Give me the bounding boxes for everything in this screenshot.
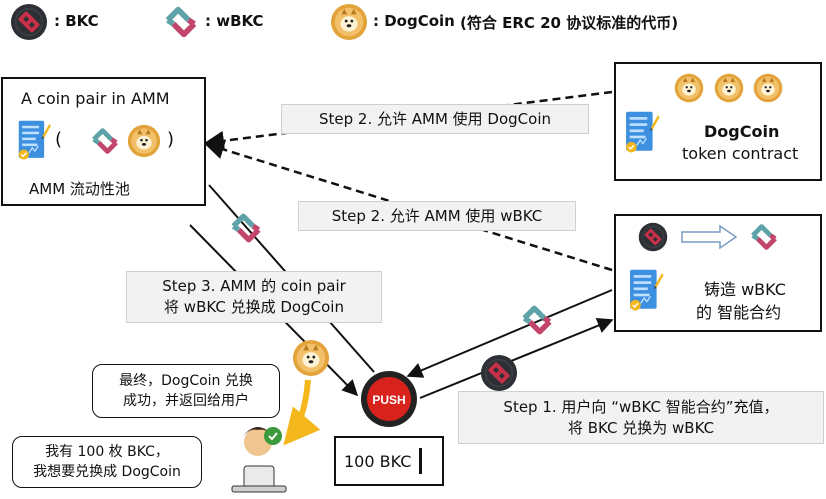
contract-document-icon — [625, 111, 660, 154]
push-button-label: PUSH — [372, 393, 405, 407]
step1-label: Step 1. 用户向 “wBKC 智能合约”充值， 将 BKC 兑换为 wBK… — [458, 391, 824, 444]
push-button-face — [367, 377, 411, 421]
step2-dogcoin-label: Step 2. 允许 AMM 使用 DogCoin — [281, 104, 589, 134]
dogcoin-icon — [714, 73, 744, 103]
contract-document-icon — [18, 120, 51, 161]
result-bubble-line2: 成功，并返回给用户 — [123, 393, 249, 409]
bkc-icon — [480, 354, 518, 392]
dogcoin-icon — [753, 73, 783, 103]
wbkc-icon — [168, 10, 195, 35]
step2-dogcoin-arrow — [204, 90, 613, 151]
legend-bkc-label: : BKC — [54, 12, 99, 30]
dogcoin-icon — [674, 73, 704, 103]
dogcoin-contract-subtitle: token contract — [682, 144, 799, 163]
dogcoin-contract-box: DogCoin token contract — [614, 62, 822, 181]
user-avatar — [231, 427, 287, 493]
step1-arrow-in — [406, 289, 613, 378]
wbkc-mint-contract-box: 铸造 wBKC 的 智能合约 — [614, 214, 822, 332]
bkc-icon — [10, 3, 48, 41]
step1-label-line1: Step 1. 用户向 “wBKC 智能合约”充值， — [503, 398, 779, 416]
mint-contract-line2: 的 智能合约 — [696, 303, 782, 322]
dogcoin-icon — [127, 124, 161, 158]
amm-pool-box: A coin pair in AMM ( ) AMM 流动性池 — [1, 77, 206, 206]
user-bubble-line1: 我有 100 枚 BKC， — [45, 444, 169, 460]
convert-arrow-icon — [681, 224, 738, 250]
wbkc-icon — [524, 308, 549, 331]
legend-wbkc-label: : wBKC — [205, 12, 264, 30]
amm-box-title: A coin pair in AMM — [21, 89, 170, 108]
balance-text: 100 BKC — [344, 451, 412, 471]
balance-cursor — [419, 448, 423, 474]
paren-open: ( — [55, 129, 63, 150]
mint-contract-line1: 铸造 wBKC — [704, 280, 786, 299]
step2-wbkc-label: Step 2. 允许 AMM 使用 wBKC — [298, 201, 576, 231]
step1-arrow-out — [419, 318, 614, 399]
dogcoin-icon — [292, 339, 330, 377]
amm-box-caption: AMM 流动性池 — [29, 180, 130, 198]
step3-label-line2: 将 wBKC 兑换成 DogCoin — [164, 298, 344, 316]
bkc-icon — [638, 222, 668, 252]
result-bubble-line1: 最终，DogCoin 兑换 — [119, 373, 253, 389]
step1-label-line2: 将 BKC 兑换为 wBKC — [567, 419, 715, 437]
contract-document-icon — [629, 269, 664, 312]
dogcoin-icon — [330, 3, 368, 41]
legend-dogcoin-description: (符合 ERC 20 协议标准的代币) — [460, 14, 679, 32]
step3-label-line1: Step 3. AMM 的 coin pair — [162, 277, 346, 295]
user-speech-bubble: 我有 100 枚 BKC， 我想要兑换成 DogCoin — [12, 436, 202, 488]
balance-display: 100 BKC — [334, 436, 444, 486]
step3-label: Step 3. AMM 的 coin pair 将 wBKC 兑换成 DogCo… — [126, 271, 382, 323]
dogcoin-contract-name: DogCoin — [704, 122, 780, 141]
result-speech-bubble: 最终，DogCoin 兑换 成功，并返回给用户 — [92, 364, 280, 418]
wbkc-icon — [748, 221, 780, 253]
return-arrow — [283, 379, 321, 446]
legend-dogcoin-label: : DogCoin — [373, 12, 455, 30]
user-bubble-line2: 我想要兑换成 DogCoin — [33, 464, 181, 480]
wbkc-icon — [89, 125, 121, 157]
paren-close: ) — [167, 129, 175, 150]
